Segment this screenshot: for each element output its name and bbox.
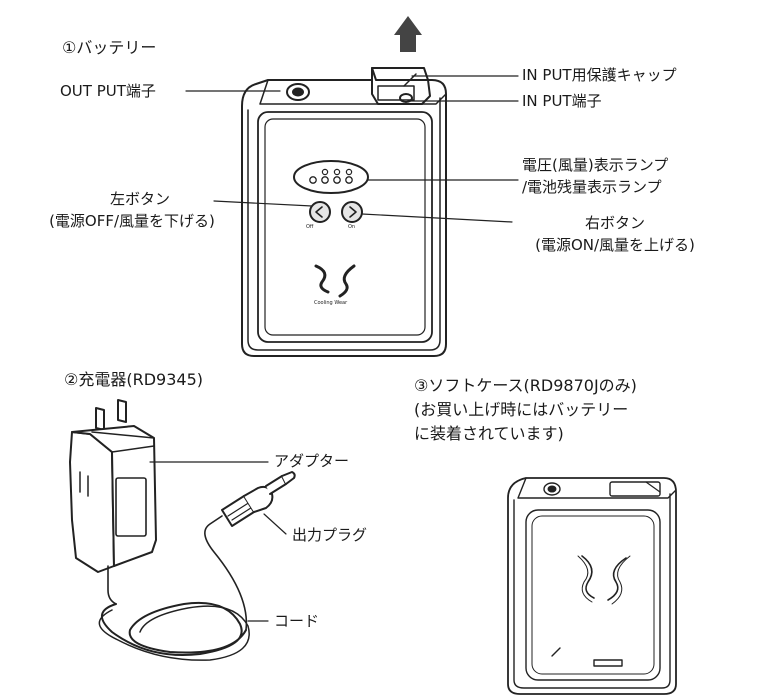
soft-case-illustration <box>507 477 677 695</box>
case-logo-icon <box>577 555 631 605</box>
remove-arrow-icon <box>394 16 422 52</box>
left-button <box>309 201 331 223</box>
output-port <box>286 83 310 101</box>
soft-case-title-line1: ③ソフトケース(RD9870Jのみ) <box>414 376 637 395</box>
right-button-description: (電源ON/風量を上げる) <box>535 236 695 254</box>
right-button-label: 右ボタン <box>584 214 645 232</box>
on-mark: On <box>348 224 356 230</box>
indicator-lamps <box>293 160 369 194</box>
charger-illustration <box>69 399 296 661</box>
battery-illustration <box>241 16 447 357</box>
charger-section-title: ②充電器(RD9345) <box>64 370 203 389</box>
left-button-description: (電源OFF/風量を下げる) <box>49 212 215 230</box>
input-cap-label: IN PUT用保護キャップ <box>522 66 677 84</box>
plug-label: 出力プラグ <box>292 526 368 544</box>
battery-section-title: ①バッテリー <box>62 38 157 57</box>
adapter-label: アダプター <box>274 452 350 470</box>
soft-case-title-line2: (お買い上げ時にはバッテリー <box>414 400 629 419</box>
battery-leader-lines <box>185 75 519 223</box>
off-mark: Off <box>306 224 314 230</box>
lamp-label-line1: 電圧(風量)表示ランプ <box>522 156 669 174</box>
left-button-label: 左ボタン <box>109 190 170 208</box>
charger-leader-lines <box>149 461 287 622</box>
right-button <box>341 201 363 223</box>
input-terminal-label: IN PUT端子 <box>522 92 602 110</box>
input-port <box>399 93 413 103</box>
soft-case-title-line3: に装着されています) <box>414 424 564 443</box>
input-protective-cap <box>371 67 431 105</box>
output-terminal-label: OUT PUT端子 <box>60 82 156 100</box>
lamp-label-line2: /電池残量表示ランプ <box>522 178 662 196</box>
cord-label: コード <box>274 612 320 630</box>
cooling-wear-logo-icon <box>314 264 356 298</box>
logo-text: Cooling Wear <box>314 300 348 306</box>
